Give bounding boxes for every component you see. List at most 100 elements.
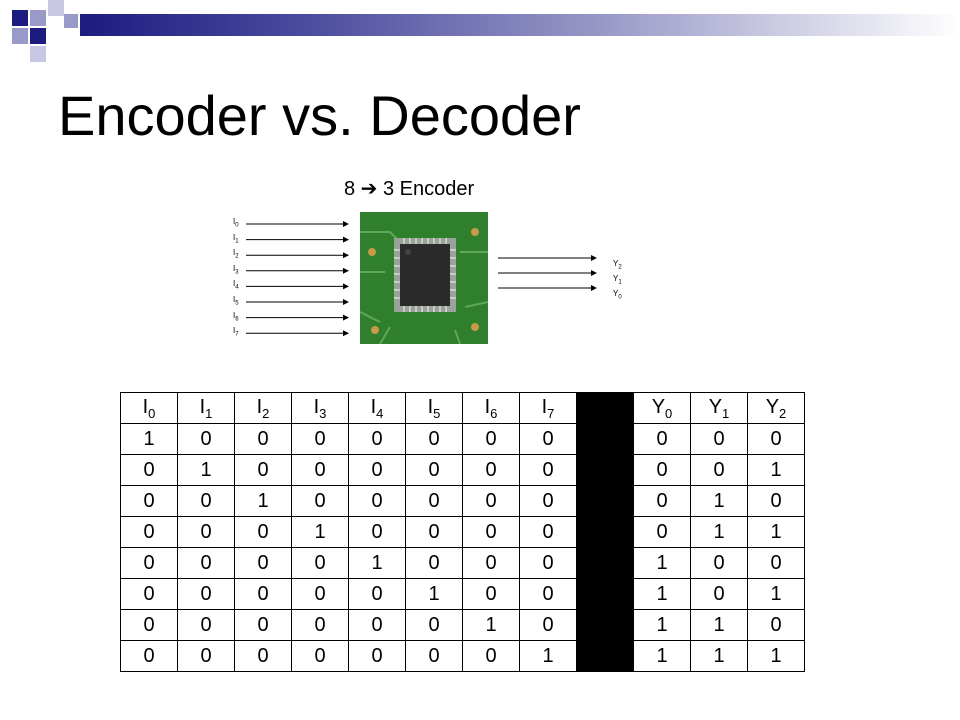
input-cell: 0	[519, 578, 577, 610]
column-header-label: I6	[484, 395, 498, 421]
output-cell: 0	[633, 516, 691, 548]
output-pin-label: Y0	[613, 289, 622, 301]
input-cell: 0	[462, 423, 520, 455]
column-header: I4	[348, 392, 406, 424]
column-header: I2	[234, 392, 292, 424]
column-header-label: I3	[313, 395, 327, 421]
input-pin-label: I1	[233, 232, 239, 245]
output-cell: 1	[690, 516, 748, 548]
column-header-label: Y1	[708, 395, 730, 421]
input-cell: 0	[462, 454, 520, 486]
input-cell: 0	[177, 423, 235, 455]
input-cell: 0	[120, 454, 178, 486]
input-cell: 0	[348, 609, 406, 641]
input-cell: 1	[462, 609, 520, 641]
column-header-label: I2	[256, 395, 270, 421]
input-cell: 0	[291, 485, 349, 517]
input-cell: 0	[462, 578, 520, 610]
input-cell: 0	[291, 423, 349, 455]
input-cell: 0	[177, 485, 235, 517]
separator-column	[576, 485, 634, 517]
input-cell: 0	[120, 547, 178, 579]
deco-square	[12, 28, 28, 44]
column-header-label: I0	[142, 395, 156, 421]
input-cell: 0	[291, 609, 349, 641]
column-header-label: Y2	[765, 395, 787, 421]
input-cell: 0	[405, 640, 463, 672]
header-gradient-bar	[80, 14, 960, 36]
input-cell: 0	[462, 547, 520, 579]
deco-square	[30, 28, 46, 44]
output-cell: 1	[747, 516, 805, 548]
input-cell: 0	[291, 640, 349, 672]
output-cell: 1	[633, 578, 691, 610]
input-cell: 0	[405, 516, 463, 548]
deco-square	[12, 10, 28, 26]
separator-column	[576, 578, 634, 610]
column-header: I1	[177, 392, 235, 424]
output-cell: 0	[690, 454, 748, 486]
output-pin-label: Y1	[613, 274, 622, 286]
column-header: I6	[462, 392, 520, 424]
separator-column	[576, 547, 634, 579]
input-cell: 0	[120, 578, 178, 610]
input-pin-label: I2	[233, 248, 239, 260]
separator-column	[576, 392, 634, 424]
output-cell: 0	[690, 423, 748, 455]
input-cell: 0	[405, 547, 463, 579]
input-cell: 0	[348, 454, 406, 486]
output-cell: 0	[690, 547, 748, 579]
input-cell: 0	[519, 516, 577, 548]
column-header: Y1	[690, 392, 748, 424]
output-cell: 1	[633, 609, 691, 641]
input-cell: 0	[177, 640, 235, 672]
input-pin-label: I3	[233, 263, 239, 276]
separator-column	[576, 454, 634, 486]
column-header-label: I7	[541, 395, 555, 421]
encoder-chip-image	[360, 212, 488, 344]
input-pin-label: I5	[233, 295, 239, 307]
output-cell: 0	[633, 454, 691, 486]
input-cell: 1	[120, 423, 178, 455]
input-cell: 0	[120, 516, 178, 548]
input-cell: 0	[291, 547, 349, 579]
input-cell: 1	[177, 454, 235, 486]
output-cell: 0	[747, 547, 805, 579]
input-cell: 0	[405, 454, 463, 486]
input-cell: 1	[348, 547, 406, 579]
output-pin-label: Y2	[613, 259, 622, 271]
output-cell: 1	[633, 640, 691, 672]
input-cell: 0	[177, 578, 235, 610]
input-pin-label: I6	[233, 310, 239, 323]
column-header: Y2	[747, 392, 805, 424]
column-header: I0	[120, 392, 178, 424]
input-cell: 0	[462, 485, 520, 517]
input-cell: 0	[519, 454, 577, 486]
output-cell: 0	[747, 485, 805, 517]
output-cell: 1	[690, 485, 748, 517]
input-cell: 0	[348, 640, 406, 672]
deco-square	[48, 0, 64, 16]
input-cell: 0	[177, 547, 235, 579]
input-cell: 0	[519, 609, 577, 641]
input-cell: 0	[462, 516, 520, 548]
input-cell: 0	[348, 516, 406, 548]
column-header: I7	[519, 392, 577, 424]
encoder-caption: 8 ➔ 3 Encoder	[344, 178, 475, 200]
input-pin-label: I7	[233, 326, 239, 338]
input-cell: 0	[234, 609, 292, 641]
input-cell: 1	[291, 516, 349, 548]
output-cell: 0	[633, 485, 691, 517]
input-pin-label: I4	[233, 279, 239, 291]
column-header-label: I1	[199, 395, 213, 421]
slide-title: Encoder vs. Decoder	[58, 84, 581, 147]
deco-square	[30, 10, 46, 26]
